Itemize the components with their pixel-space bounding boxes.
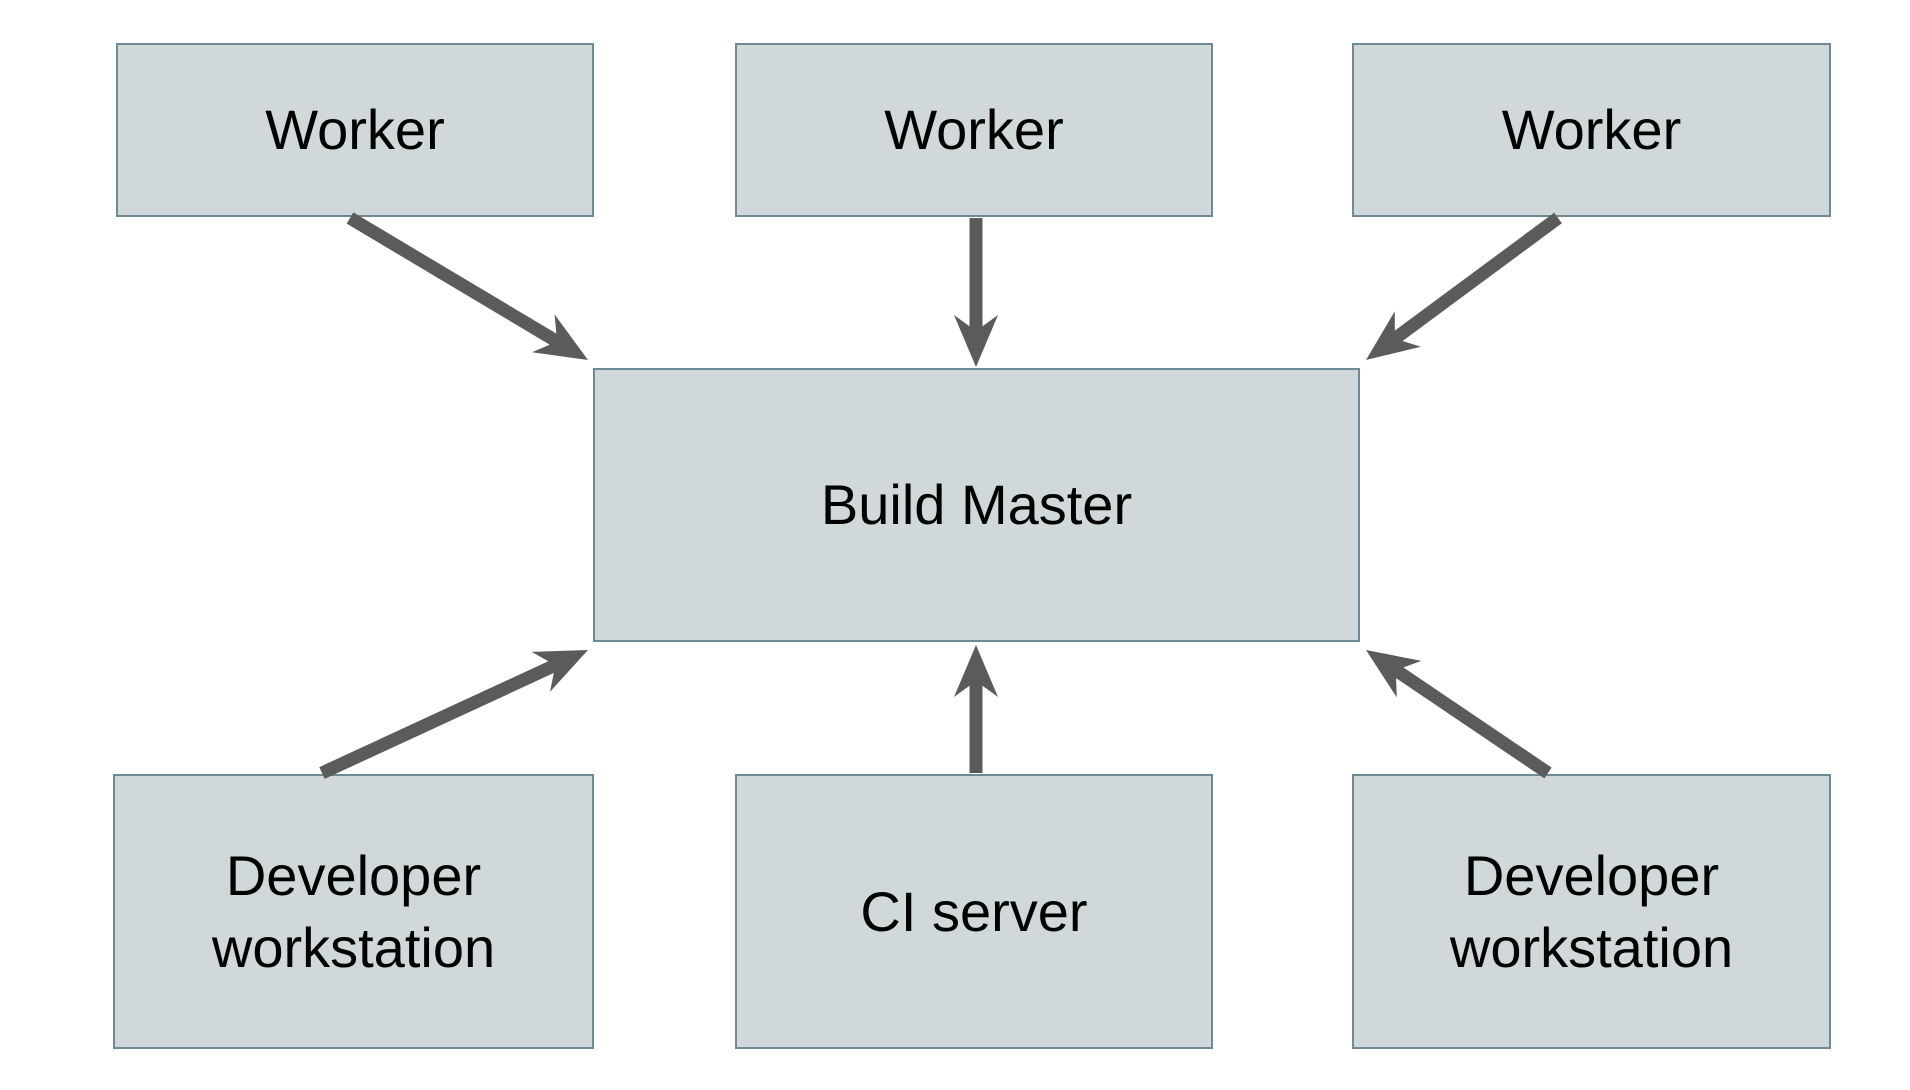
- worker-3-node: Worker: [1352, 43, 1831, 217]
- node-label: CI server: [860, 879, 1088, 943]
- arrow-head-worker-2-to-build-master: [954, 315, 998, 367]
- build-master-node: Build Master: [593, 368, 1360, 642]
- arrow-head-developer-workstation-2-to-build-master: [1366, 650, 1422, 698]
- node-label: Worker: [884, 98, 1064, 162]
- arrow-head-developer-workstation-1-to-build-master: [531, 650, 588, 692]
- arrow-shaft-worker-3-to-build-master: [1389, 212, 1562, 346]
- arrow-head-worker-3-to-build-master: [1366, 311, 1421, 360]
- developer-workstation-1-node: Developer workstation: [113, 774, 594, 1049]
- arrow-shaft-developer-workstation-1-to-build-master: [319, 658, 560, 779]
- node-label: Developer workstation: [211, 844, 496, 979]
- node-label: Developer workstation: [1449, 844, 1734, 979]
- worker-1-node: Worker: [116, 43, 594, 217]
- arrow-shaft-worker-1-to-build-master: [346, 212, 563, 349]
- node-label: Worker: [1501, 98, 1682, 162]
- ci-server-node: CI server: [735, 774, 1213, 1049]
- developer-workstation-2-node: Developer workstation: [1352, 774, 1831, 1049]
- arrow-head-ci-server-to-build-master: [954, 645, 998, 697]
- arrow-shaft-developer-workstation-2-to-build-master: [1390, 663, 1552, 779]
- node-label: Worker: [265, 98, 445, 162]
- worker-2-node: Worker: [735, 43, 1213, 217]
- node-label: Build Master: [820, 473, 1133, 537]
- arrow-head-worker-1-to-build-master: [532, 314, 588, 360]
